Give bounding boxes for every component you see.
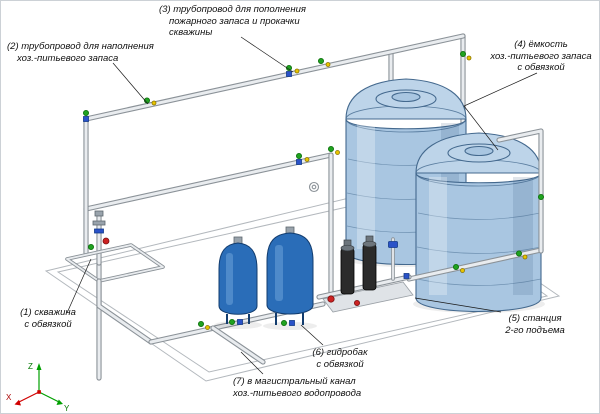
callout-5-line-2: 2-го подъема <box>505 324 565 336</box>
valve-cluster-front-line <box>197 320 210 330</box>
leader-1 <box>66 258 92 314</box>
axis-label-z: Z <box>28 362 33 371</box>
callout-4-line-1: (4) ёмкость <box>514 39 568 50</box>
callout-3-line-1: (3) трубопровод для пополнения <box>159 4 306 15</box>
valve-cluster-fire-b <box>317 58 331 67</box>
callout-6-line-1: (6) гидробак <box>312 347 368 358</box>
valve-cluster-right-riser <box>538 193 545 200</box>
tank-front <box>415 132 542 312</box>
valve-cluster-fill-a <box>295 152 310 165</box>
wellhead-valve-green <box>88 243 95 250</box>
callout-1-line-1: (1) скважина <box>20 307 76 318</box>
valve-clusters <box>83 51 545 330</box>
callout-7: (7) в магистральный канал хоз.-питьевого… <box>233 376 413 399</box>
leader-3 <box>240 36 294 73</box>
tank-rear-lid <box>391 91 421 103</box>
callout-2: (2) трубопровод для наполнения хоз.-пить… <box>7 41 177 64</box>
callout-7-line-1: (7) в магистральный канал <box>233 376 356 387</box>
valve-cluster-suction-2 <box>516 250 528 260</box>
axis-x <box>18 391 40 403</box>
callout-4-line-2: хоз.-питьевого запаса <box>490 50 592 62</box>
tank-front-body <box>415 172 542 312</box>
callout-3: (3) трубопровод для пополнения пожарного… <box>159 4 359 39</box>
callout-1: (1) скважина с обвязкой <box>6 307 90 330</box>
hydro-tank-2 <box>266 226 314 325</box>
wellhead-cap <box>94 210 104 217</box>
well-assembly <box>65 210 165 381</box>
platform-outer <box>44 185 561 382</box>
callout-7-line-2: хоз.-питьевого водопровода <box>233 387 362 399</box>
wellhead-valve-blue <box>94 228 104 234</box>
axis-label-y: Y <box>64 404 70 413</box>
pump-valve-red-2 <box>353 299 360 306</box>
wellhead-flange <box>92 220 106 226</box>
callout-1-line-2: с обвязкой <box>24 318 72 330</box>
pump-1 <box>340 239 355 295</box>
pump-riser-valve-blue <box>388 241 398 248</box>
pump-station <box>316 235 414 313</box>
leader-4 <box>463 72 538 151</box>
valve-cluster-suction-1 <box>452 263 465 273</box>
valve-cluster-fire-a <box>285 65 300 77</box>
callout-3-line-2: пожарного запаса и прокачки <box>169 15 300 27</box>
axis-triad: Z X Y <box>6 362 70 413</box>
valve-cluster-fill-b <box>327 145 340 155</box>
axis-y <box>38 391 60 403</box>
hydro-tank-2-body <box>266 232 314 315</box>
hydro-tank-1-body <box>218 242 258 315</box>
hydro-tank-1 <box>218 236 258 324</box>
axis-label-x: X <box>6 393 12 402</box>
valve-cluster-riser-top <box>83 110 90 122</box>
tank-front-lid <box>464 145 494 157</box>
valve-cluster-hydro-2 <box>280 319 295 326</box>
leader-2 <box>112 62 149 105</box>
pump-2 <box>362 235 377 291</box>
station-outlet-valve-blue <box>403 273 410 279</box>
callout-4: (4) ёмкость хоз.-питьевого запаса с обвя… <box>485 39 597 74</box>
valve-cluster-hydro-1 <box>228 318 243 325</box>
callout-2-line-2: хоз.-питьевого запаса <box>17 52 119 64</box>
callout-6: (6) гидробак с обвязкой <box>295 347 385 370</box>
leader-6 <box>300 324 324 346</box>
valve-cluster-fire-drop <box>459 51 472 61</box>
flange-ring-inner <box>311 184 317 190</box>
callout-5-line-1: (5) станция <box>508 313 562 324</box>
callout-5: (5) станция 2-го подъема <box>485 313 585 336</box>
wellhead-valve-red <box>102 237 110 245</box>
well-piping-loop <box>65 243 165 283</box>
callout-2-line-1: (2) трубопровод для наполнения <box>7 41 154 52</box>
callout-6-line-2: с обвязкой <box>316 358 364 370</box>
callout-3-line-3: скважины <box>169 27 213 39</box>
leader-5 <box>414 297 502 313</box>
callout-4-line-3: с обвязкой <box>517 62 565 74</box>
pump-valve-red-1 <box>327 295 335 303</box>
callout-leaders <box>66 36 538 375</box>
leader-7 <box>240 351 264 375</box>
